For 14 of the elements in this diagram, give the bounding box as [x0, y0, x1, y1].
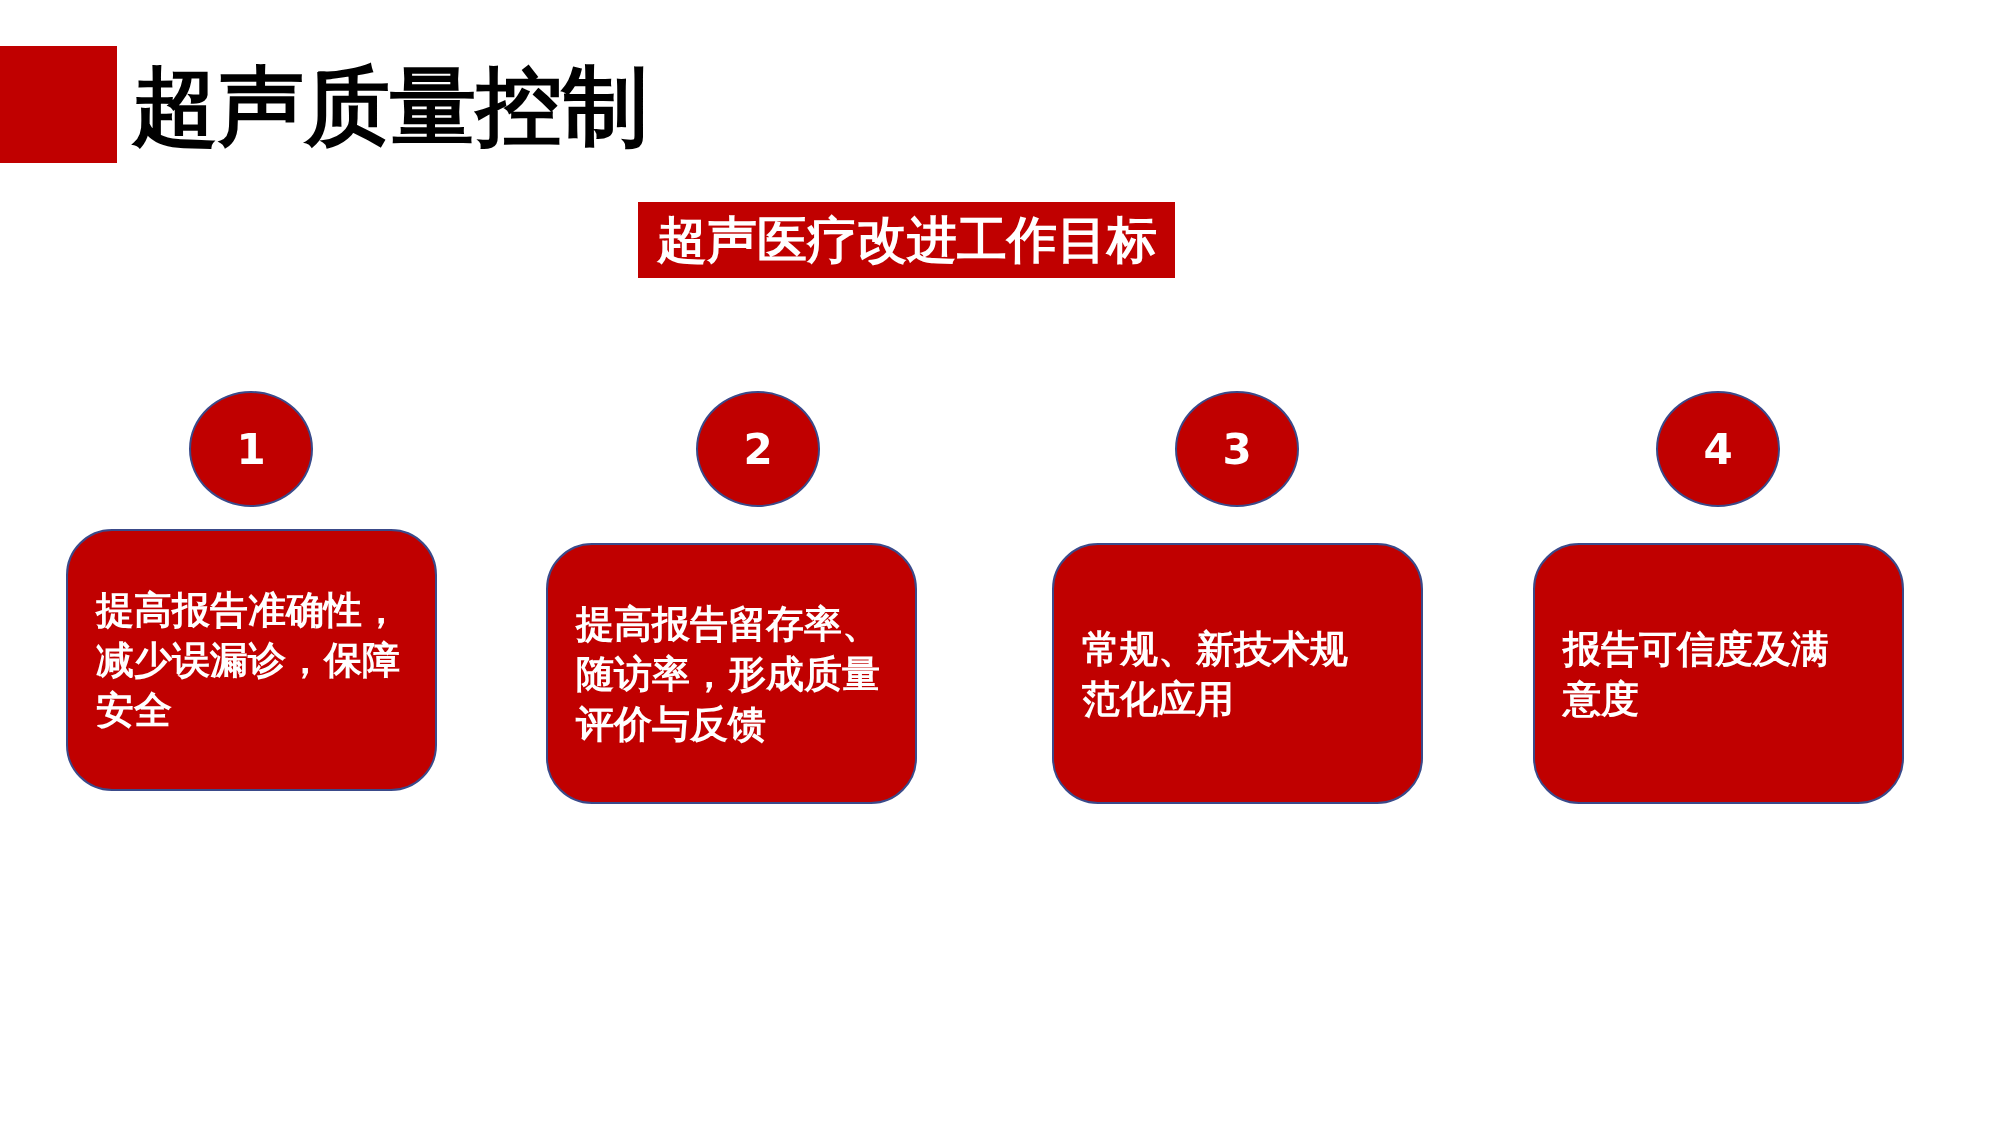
goal-card — [546, 543, 917, 804]
number-circle: 3 — [1175, 391, 1299, 507]
goal-text: 常规、新技术规范化应用 — [1082, 625, 1349, 723]
goal-text: 报告可信度及满意度 — [1563, 625, 1830, 723]
number-circle: 4 — [1656, 391, 1780, 507]
heading-banner: 超声医疗改进工作目标 — [638, 202, 1175, 278]
goal-text: 提高报告留存率、随访率，形成质量评价与反馈 — [576, 600, 881, 748]
goal-card — [1052, 543, 1423, 804]
goal-text: 提高报告准确性，减少误漏诊，保障安全 — [96, 587, 401, 734]
slide-title: 超声质量控制 — [132, 56, 648, 156]
number-circle: 2 — [696, 391, 820, 507]
goal-card — [66, 529, 437, 791]
number-circle: 1 — [189, 391, 313, 507]
goal-card — [1533, 543, 1904, 804]
